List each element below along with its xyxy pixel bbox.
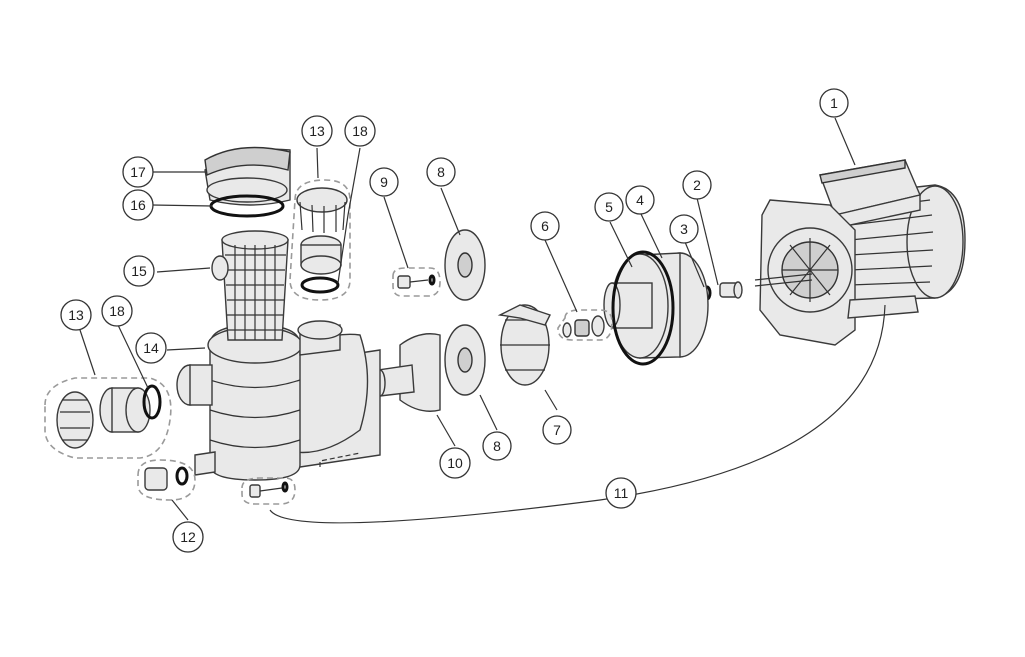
callout-18-top-label: 18 [352,123,368,139]
callout-16: 16 [122,189,154,221]
union-top-o-ring [300,276,340,294]
strainer-lid [204,146,291,206]
callout-9-label: 9 [380,174,388,190]
callout-15: 15 [123,255,155,287]
seal-plate-o-ring [611,250,675,366]
callout-4-label: 4 [636,192,644,208]
callout-7-label: 7 [553,422,561,438]
volute-diffuser [374,333,441,412]
callout-5: 5 [594,192,624,222]
shaft-sleeve [719,281,743,299]
drain-plug [137,459,196,501]
callout-17: 17 [122,156,154,188]
callout-11: 11 [605,477,637,509]
callout-13-left-label: 13 [68,307,84,323]
callout-8-lower-label: 8 [493,438,501,454]
callout-7: 7 [542,415,572,445]
impeller-lower [444,324,486,396]
impeller-screw [392,267,441,297]
callout-4: 4 [625,185,655,215]
mechanical-seal [557,309,613,341]
base-bolt [241,477,296,505]
leader-lines [79,117,886,524]
callout-13-top-label: 13 [309,123,325,139]
callout-5-label: 5 [605,199,613,215]
callout-12: 12 [172,521,204,553]
callout-14-label: 14 [143,340,159,356]
strainer-basket [211,230,289,341]
callout-6-label: 6 [541,218,549,234]
callout-2: 2 [682,170,712,200]
callout-2-label: 2 [693,177,701,193]
callout-1-label: 1 [830,95,838,111]
callout-18-top: 18 [344,115,376,147]
callout-8-upper: 8 [426,157,456,187]
callout-16-label: 16 [130,197,146,213]
callout-3-label: 3 [680,221,688,237]
callout-11-label: 11 [614,485,629,501]
callout-18-left: 18 [101,295,133,327]
callout-8-upper-label: 8 [437,164,445,180]
union-left-o-ring [142,384,162,420]
callout-13-left: 13 [60,299,92,331]
callout-9: 9 [369,167,399,197]
motor-assembly [754,159,966,346]
callout-3: 3 [669,214,699,244]
callout-15-label: 15 [131,263,147,279]
diffuser [497,304,551,386]
callout-6: 6 [530,211,560,241]
callout-14: 14 [135,332,167,364]
callout-1: 1 [819,88,849,118]
callout-10: 10 [439,447,471,479]
callout-13-top: 13 [301,115,333,147]
callout-12-label: 12 [180,529,196,545]
impeller-upper [444,229,486,301]
callout-8-lower: 8 [482,431,512,461]
callout-10-label: 10 [447,455,463,471]
callout-17-label: 17 [130,164,146,180]
union-left [44,377,172,459]
union-top [289,179,351,301]
callout-18-left-label: 18 [109,303,125,319]
pump-body [176,320,381,481]
